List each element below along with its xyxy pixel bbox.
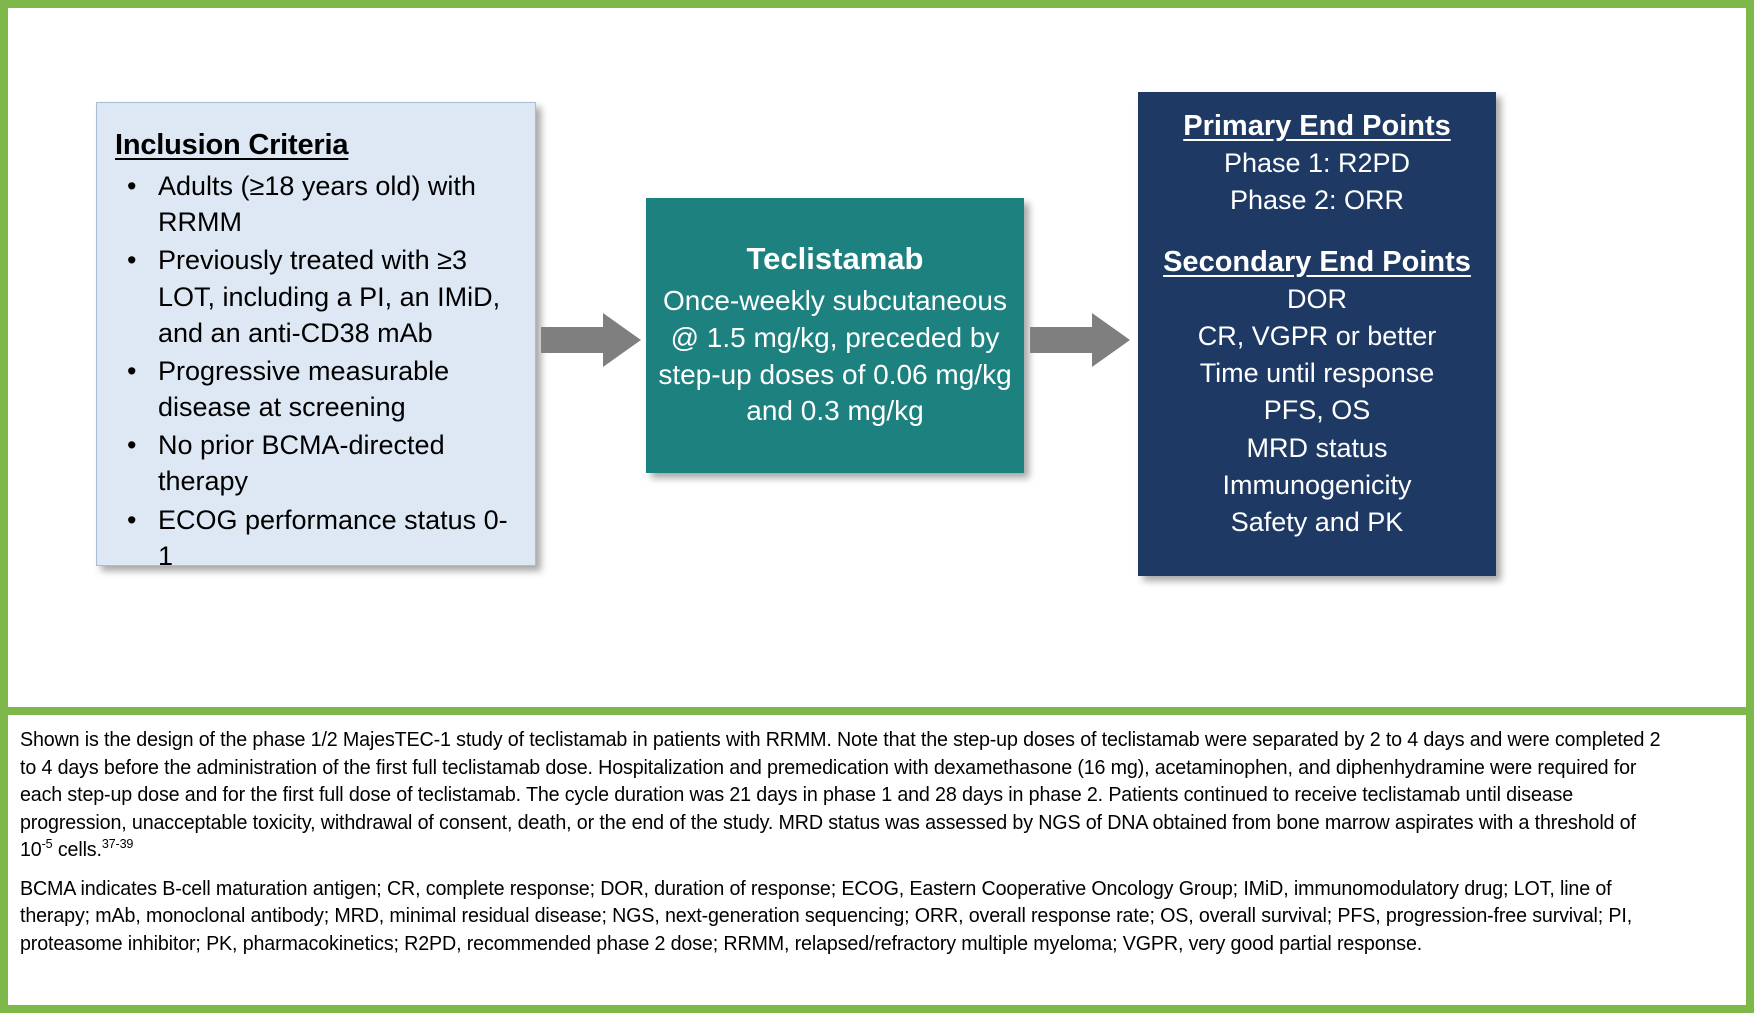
teclistamab-treatment-box: Teclistamab Once-weekly subcutaneous @ 1… — [646, 198, 1024, 473]
secondary-end-point-item: Safety and PK — [1230, 507, 1404, 537]
list-item: • No prior BCMA-directed therapy — [115, 427, 517, 499]
caption-exponent: -5 — [41, 836, 53, 852]
bullet-icon: • — [127, 430, 137, 461]
bullet-icon: • — [127, 245, 137, 276]
flow-arrow-inclusion-to-treatment-icon — [541, 313, 641, 367]
primary-end-points-heading: Primary End Points — [1183, 110, 1451, 142]
list-item: • Adults (≥18 years old) with RRMM — [115, 168, 517, 240]
list-item: • Previously treated with ≥3 LOT, includi… — [115, 242, 517, 351]
bullet-icon: • — [127, 171, 137, 201]
caption-paragraph-description: Shown is the design of the phase 1/2 Maj… — [20, 726, 1665, 864]
secondary-end-point-item: DOR — [1287, 283, 1347, 314]
list-item-label: Previously treated with ≥3 LOT, includin… — [158, 245, 501, 348]
figure-caption: Shown is the design of the phase 1/2 Maj… — [8, 715, 1746, 966]
secondary-end-point-item: PFS, OS — [1263, 395, 1371, 426]
secondary-end-points-heading: Secondary End Points — [1163, 245, 1471, 278]
caption-text-tail: cells. — [52, 838, 102, 862]
bullet-icon: • — [127, 504, 137, 535]
inclusion-criteria-title: Inclusion Criteria — [115, 129, 349, 161]
caption-paragraph-abbreviations: BCMA indicates B-cell maturation antigen… — [20, 876, 1633, 955]
inclusion-criteria-list: • Adults (≥18 years old) with RRMM • Previ… — [115, 168, 517, 574]
list-item-label: Adults (≥18 years old) with RRMM — [158, 171, 476, 238]
end-points-box: Primary End Points Phase 1: R2PD Phase 2… — [1138, 92, 1496, 576]
list-item: • Progressive measurable disease at scree… — [115, 353, 517, 425]
bullet-icon: • — [127, 355, 137, 386]
secondary-end-point-item: CR, VGPR or better — [1197, 320, 1437, 351]
list-item-label: No prior BCMA-directed therapy — [158, 430, 445, 497]
section-spacer — [1148, 220, 1486, 246]
list-item-label: ECOG performance status 0-1 — [158, 504, 508, 571]
list-item: • ECOG performance status 0-1 — [115, 502, 517, 574]
secondary-end-point-item: Immunogenicity — [1222, 469, 1412, 500]
caption-reference-superscript: 37-39 — [101, 836, 134, 852]
caption-text-main: Shown is the design of the phase 1/2 Maj… — [20, 728, 1661, 862]
primary-end-point-item: Phase 1: R2PD — [1223, 148, 1411, 178]
teclistamab-description: Once-weekly subcutaneous @ 1.5 mg/kg, pr… — [658, 284, 1012, 427]
study-design-diagram: Inclusion Criteria • Adults (≥18 years ol… — [8, 8, 1746, 715]
primary-end-point-item: Phase 2: ORR — [1229, 185, 1405, 216]
flow-arrow-treatment-to-endpoints-icon — [1030, 313, 1130, 367]
secondary-end-point-item: Time until response — [1199, 358, 1435, 388]
list-item-label: Progressive measurable disease at screen… — [158, 355, 450, 423]
secondary-end-point-item: MRD status — [1246, 432, 1388, 463]
teclistamab-title: Teclistamab — [746, 240, 924, 276]
inclusion-criteria-box: Inclusion Criteria • Adults (≥18 years ol… — [96, 102, 536, 571]
